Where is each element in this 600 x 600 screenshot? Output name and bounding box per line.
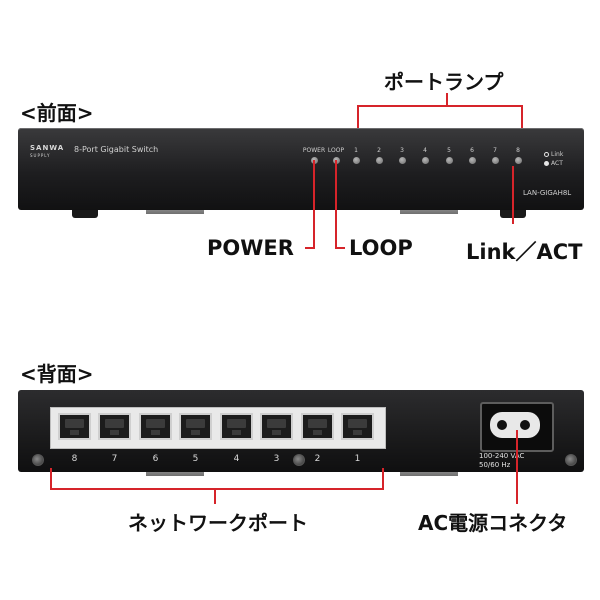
loop-callout: LOOP [349, 236, 413, 260]
power-rating-voltage: 100-240 VAC [479, 452, 525, 460]
brand-logo-subtext: SUPPLY [30, 153, 51, 158]
lan-port-latch [313, 430, 322, 435]
legend-act-dot [544, 161, 549, 166]
lan-port-contacts [227, 419, 246, 428]
led-power-label: POWER [302, 147, 326, 154]
lan-port-number: 5 [192, 454, 199, 464]
port-led [446, 157, 453, 164]
back-section-title: <背面> [20, 362, 94, 386]
port-led [376, 157, 383, 164]
loop-callout-tick [335, 247, 345, 249]
port-led-number: 6 [470, 147, 474, 154]
legend-act-label: ACT [551, 160, 563, 167]
ac-pin-left [497, 420, 507, 430]
port-lamp-callout-right-leg [521, 105, 523, 140]
screw-right [565, 454, 577, 466]
lan-port-number: 2 [314, 454, 321, 464]
network-port-callout-left-leg [50, 468, 52, 489]
network-port-callout: ネットワークポート [128, 511, 308, 535]
lan-port-contacts [186, 419, 205, 428]
lan-port-latch [353, 430, 362, 435]
network-port-callout-stem [214, 488, 216, 504]
power-callout: POWER [207, 236, 294, 260]
screw-middle [293, 454, 305, 466]
brand-logo-text: SANWA [30, 144, 65, 152]
lan-port-contacts [348, 419, 367, 428]
port-lamp-callout-left-leg [357, 105, 359, 140]
port-lamp-callout-stem [446, 93, 448, 106]
ac-connector-callout: AC電源コネクタ [418, 511, 568, 535]
port-led-number: 4 [423, 147, 427, 154]
port-led [492, 157, 499, 164]
lan-port-latch [232, 430, 241, 435]
link-act-callout: Link／ACT [466, 240, 583, 264]
power-callout-line [313, 160, 315, 248]
screw-left [32, 454, 44, 466]
lan-port-number: 3 [273, 454, 280, 464]
port-led-number: 5 [447, 147, 451, 154]
lan-port-number: 1 [354, 454, 361, 464]
switch-front-panel [18, 128, 584, 210]
power-rating: 100-240 VAC 50/60 Hz [479, 452, 524, 470]
network-port-callout-right-leg [382, 468, 384, 489]
front-stand-left [146, 206, 204, 214]
lan-port[interactable] [220, 413, 253, 440]
lan-port-number: 7 [111, 454, 118, 464]
lan-port-number: 6 [152, 454, 159, 464]
lan-port-latch [272, 430, 281, 435]
lan-port[interactable] [260, 413, 293, 440]
loop-callout-line [335, 160, 337, 248]
port-led-number: 2 [377, 147, 381, 154]
link-act-callout-line [512, 166, 514, 224]
power-callout-tick [305, 247, 315, 249]
network-port-callout-bracket [50, 488, 384, 490]
lan-port[interactable] [139, 413, 172, 440]
back-stand-left [146, 468, 204, 476]
port-led [353, 157, 360, 164]
brand-logo: SANWA SUPPLY [30, 145, 66, 159]
front-stand-right [400, 206, 458, 214]
ac-pin-right [520, 420, 530, 430]
port-led-number: 1 [354, 147, 358, 154]
lan-port[interactable] [98, 413, 131, 440]
legend-link-dot [544, 152, 549, 157]
lan-port-contacts [146, 419, 165, 428]
back-stand-right [400, 468, 458, 476]
lan-port-contacts [65, 419, 84, 428]
legend-link-label: Link [551, 151, 564, 158]
port-led-number: 7 [493, 147, 497, 154]
lan-port-latch [191, 430, 200, 435]
product-name: 8-Port Gigabit Switch [74, 145, 159, 154]
led-loop-label: LOOP [327, 147, 345, 154]
port-led [469, 157, 476, 164]
lan-port[interactable] [301, 413, 334, 440]
port-lamp-callout: ポートランプ [384, 70, 504, 94]
lan-port-latch [151, 430, 160, 435]
lan-port[interactable] [341, 413, 374, 440]
lan-port-contacts [105, 419, 124, 428]
port-lamp-callout-bracket [357, 105, 523, 107]
lan-port-latch [110, 430, 119, 435]
lan-port-contacts [267, 419, 286, 428]
ac-connector-callout-line [516, 430, 518, 504]
port-led [515, 157, 522, 164]
lan-port-number: 4 [233, 454, 240, 464]
front-section-title: <前面> [20, 101, 94, 125]
lan-port-latch [70, 430, 79, 435]
lan-port[interactable] [179, 413, 212, 440]
port-led [399, 157, 406, 164]
lan-port[interactable] [58, 413, 91, 440]
lan-port-number: 8 [71, 454, 78, 464]
port-led-number: 8 [516, 147, 520, 154]
power-rating-frequency: 50/60 Hz [479, 461, 511, 469]
port-led [422, 157, 429, 164]
lan-port-contacts [308, 419, 327, 428]
model-number: LAN-GIGAH8L [523, 189, 572, 197]
port-led-number: 3 [400, 147, 404, 154]
